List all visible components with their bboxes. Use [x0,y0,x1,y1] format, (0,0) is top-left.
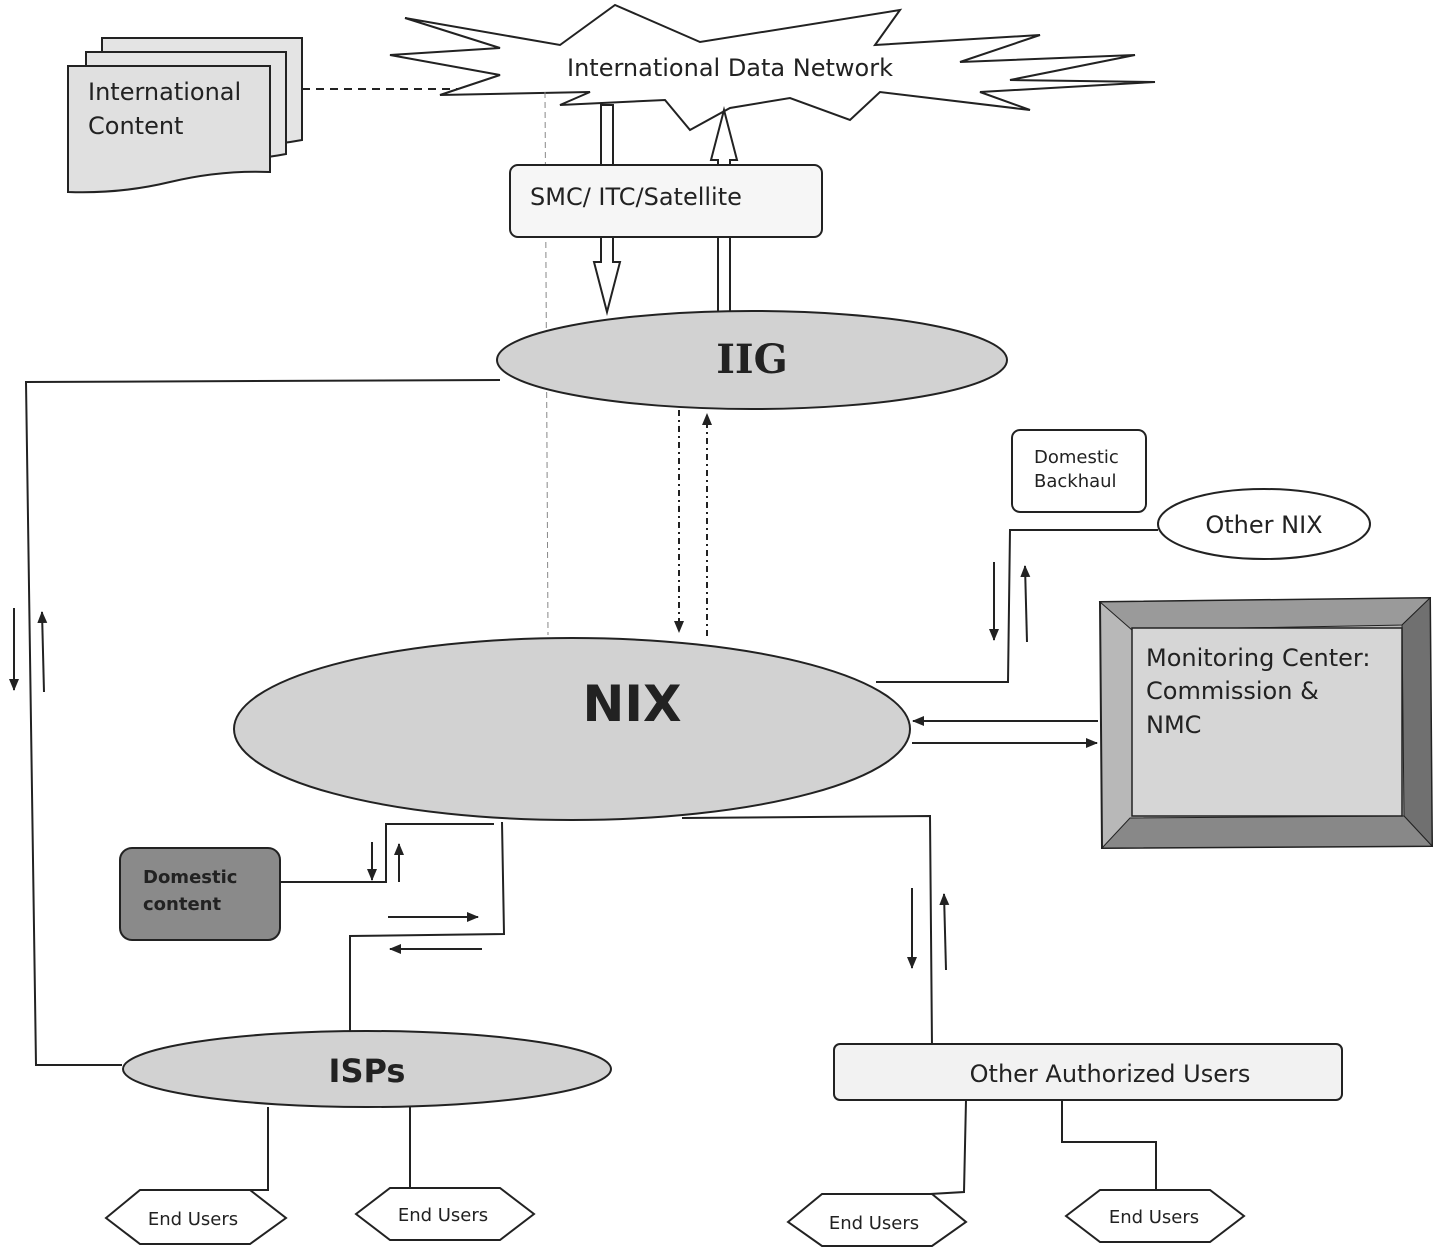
end-users-label-2: End Users [398,1205,488,1226]
international-content-label-line1: International [88,78,241,106]
other-users-end-users-link-2 [1061,1100,1157,1192]
nix-isps-link [349,821,506,1032]
domestic-content-box: Domestic content [119,847,281,941]
international-data-network-label: International Data Network [567,54,893,82]
domestic-content-label-line1: Domestic [143,867,237,888]
end-users-node-2: End Users [354,1187,536,1241]
isps-node: ISPs [122,1030,612,1108]
other-authorized-users-box: Other Authorized Users [833,1043,1343,1101]
end-users-node-4: End Users [1064,1189,1246,1243]
domestic-backhaul-label-line2: Backhaul [1034,471,1117,492]
nix-node: NIX [233,637,911,821]
international-content-document-stack: International Content [67,37,303,194]
monitoring-center-monitor: Monitoring Center: Commission & NMC [1098,596,1434,850]
other-nix-up-arrow [1020,565,1031,643]
domestic-content-nix-link [280,823,494,883]
left-up-arrow [37,611,48,693]
smc-itc-satellite-box: SMC/ ITC/Satellite [509,164,823,238]
nix-other-users-link [681,814,933,1049]
domestic-backhaul-label-line1: Domestic [1034,447,1119,468]
smc-itc-satellite-label: SMC/ ITC/Satellite [530,183,742,211]
end-users-node-3: End Users [786,1193,968,1247]
monitoring-center-label-line3: NMC [1146,711,1201,739]
end-users-label-1: End Users [148,1209,238,1230]
end-users-label-3: End Users [829,1213,919,1234]
isps-label: ISPs [329,1052,406,1090]
other-users-end-users-link-1 [929,1099,967,1195]
nix-label: NIX [583,675,682,733]
end-users-label-4: End Users [1109,1207,1199,1228]
domestic-backhaul-box: Domestic Backhaul [1011,429,1147,513]
end-users-node-1: End Users [104,1189,288,1245]
domestic-content-label-line2: content [143,894,221,915]
nix-other-nix-link [876,529,1158,683]
monitoring-center-label-line2: Commission & [1146,677,1319,705]
iig-node: IIG [496,310,1008,410]
monitoring-center-label-line1: Monitoring Center: [1146,644,1370,672]
iig-isps-link [24,379,501,1066]
isps-end-users-link-1 [240,1107,269,1191]
international-data-network-starburst: International Data Network [389,3,1156,132]
iig-label: IIG [716,336,788,383]
other-nix-label: Other NIX [1205,511,1322,539]
international-content-label-line2: Content [88,112,183,140]
other-nix-node: Other NIX [1157,488,1371,560]
other-authorized-users-label: Other Authorized Users [970,1060,1251,1088]
other-users-up-arrow [939,893,950,971]
